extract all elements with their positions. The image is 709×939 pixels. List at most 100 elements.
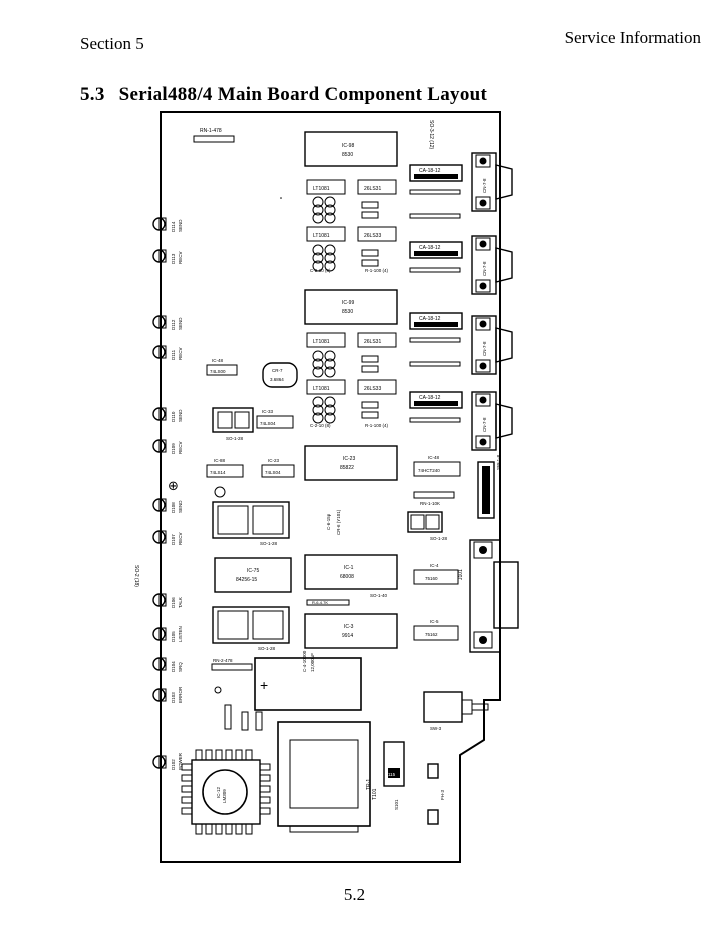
lt1081-chip-1 [306, 179, 346, 195]
cap-plus-sign: + [260, 677, 268, 693]
lt1081-label-2: LT1081 [313, 233, 330, 239]
title-number: 5.3 [80, 84, 105, 105]
svg-text:TR-1: TR-1 [366, 779, 372, 790]
voltage-selector: 115 S101 [383, 741, 405, 810]
svg-text:FH-3: FH-3 [440, 790, 445, 800]
ic23a-chip [261, 464, 295, 478]
ls33-chip-2 [357, 379, 397, 395]
so128-socket-4 [212, 606, 290, 644]
rn2-resistor-network [211, 663, 253, 671]
transformer-tr1: TR-1 T101 [277, 721, 378, 833]
ic12-ref: IC-12 [216, 786, 221, 798]
cn7-connector-4: CN-7-8 [471, 391, 513, 451]
board-outline [160, 111, 501, 863]
so140-label: SO-1-40 [370, 593, 388, 598]
led-ref: D106 [171, 597, 176, 608]
svg-text:CN-7-8: CN-7-8 [482, 341, 487, 356]
lt1081-label-1: LT1081 [313, 186, 330, 192]
led-label: POWER [178, 752, 183, 770]
rn1-label: RN-1-478 [200, 128, 222, 134]
ic12-regulator [202, 769, 248, 815]
led-ref: D109 [171, 443, 176, 454]
svg-text:SW-3: SW-3 [430, 726, 442, 731]
sip-ca18-1: CA-18-12 [409, 164, 463, 182]
led-label: SEND [178, 317, 183, 330]
ic3-part: 9914 [342, 633, 353, 639]
ic98-chip [304, 131, 398, 167]
so128-label-2: SO-1-28 [260, 541, 278, 546]
ic98-part: 8530 [342, 152, 353, 158]
ls33-label-2: 26LS33 [364, 386, 381, 392]
page-number: 5.2 [343, 885, 366, 904]
ls33-label-1: 26LS33 [364, 233, 381, 239]
cap-big-label: C-4-10000 [302, 650, 307, 672]
svg-text:CN-7-8: CN-7-8 [482, 178, 487, 193]
section-header: Section 5 [80, 34, 144, 53]
cr7-ref: CR-7 [272, 368, 283, 373]
cn7-connector-2: CN-7-8 [471, 235, 513, 295]
led-ref: D112 [171, 319, 176, 330]
led-label: SEND [178, 500, 183, 513]
ic1-chip [304, 554, 398, 590]
svg-text:CA-18-12: CA-18-12 [419, 316, 441, 322]
led-label: ERROR [178, 686, 183, 703]
led-label: SEND [178, 409, 183, 422]
ic12-part: LM309 [222, 789, 227, 803]
ic4-ref: IC-4 [430, 563, 439, 568]
dip-switch [477, 461, 495, 519]
capacitor-clusters [312, 196, 336, 424]
ic4-part: 75160 [425, 576, 438, 581]
cn7-connector-1: CN-7-8 [471, 152, 513, 212]
ic75-part: 84256-15 [236, 577, 257, 583]
rn10k-label: RN-1-10K [420, 501, 440, 506]
ls31-label-1: 26LS31 [364, 186, 381, 192]
ic33-ref: IC-33 [262, 409, 274, 414]
led-ref: D102 [171, 759, 176, 770]
ic1-ref: IC-1 [344, 565, 354, 571]
r1100-label-1: R-1-100 (4) [365, 268, 389, 273]
ic23b-part: 85822 [340, 465, 354, 471]
ic4-chip [413, 569, 459, 585]
ic5-part: 75162 [425, 632, 438, 637]
cr7-freq: 3.6864 [270, 377, 284, 382]
svg-text:CN-7-8: CN-7-8 [482, 417, 487, 432]
ic99-chip [304, 289, 398, 325]
ic5-ref: IC-5 [430, 619, 439, 624]
service-info-header: Service Information [564, 28, 701, 47]
cap-big-label-2: 12,000uF [310, 653, 315, 672]
led-ref: D103 [171, 692, 176, 703]
big-capacitor [254, 657, 362, 711]
sip-ca18-3: CA-18-12 [409, 312, 463, 330]
ic75-ref: IC-75 [247, 568, 259, 574]
ls31-chip-1 [357, 179, 397, 195]
svg-text:115: 115 [388, 772, 396, 777]
led-label: RECV [178, 251, 183, 264]
svg-text:T101: T101 [372, 788, 378, 800]
ic48a-chip [206, 364, 238, 376]
so128-socket-2 [212, 501, 290, 539]
mount-hole-plus: ⊕ [168, 478, 179, 493]
ic23a-ref: IC-23 [268, 458, 280, 463]
lt1081-label-4: LT1081 [313, 386, 330, 392]
led-label: SEND [178, 219, 183, 232]
svg-text:CA-18-12: CA-18-12 [419, 395, 441, 401]
led-ref: D111 [171, 349, 176, 360]
so128-label-1: SO-1-28 [226, 436, 244, 441]
power-switch-sw3: SW-3 [423, 691, 489, 731]
so128-label-4: SO-1-28 [258, 646, 276, 651]
ic5-chip [413, 625, 459, 641]
ls33-chip-1 [357, 226, 397, 242]
rn2-label: RN-2-478 [213, 658, 233, 663]
ic48b-chip [413, 461, 461, 477]
ic48a-part: 74LS00 [210, 369, 226, 374]
led-ref: D107 [171, 534, 176, 545]
svg-text:CA-18-12: CA-18-12 [419, 168, 441, 174]
